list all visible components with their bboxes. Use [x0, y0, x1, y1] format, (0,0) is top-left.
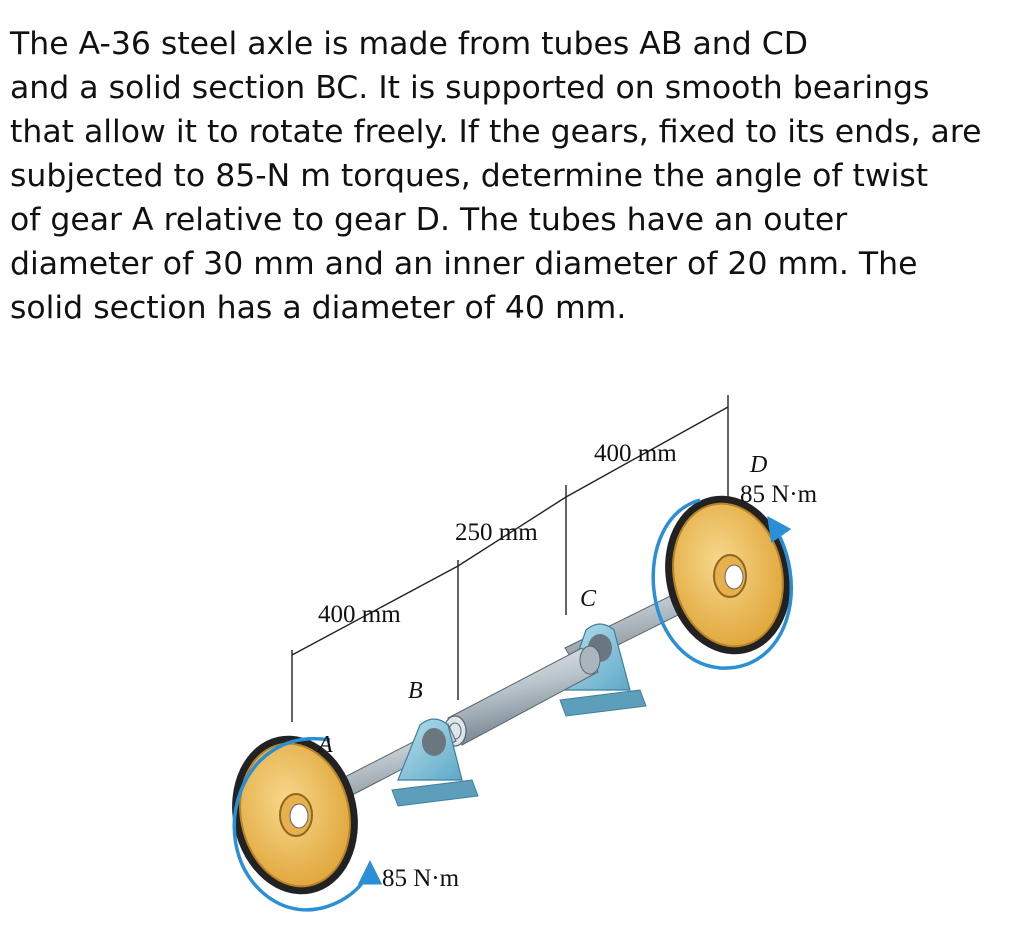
- solid-end-c: [579, 645, 601, 675]
- torque-label-d: 85 N·m: [740, 481, 818, 508]
- torque-arrow-d: [651, 498, 793, 670]
- torque-label-a: 85 N·m: [382, 865, 460, 892]
- gear-d: [665, 495, 791, 655]
- dimension-line-bc: [457, 496, 567, 567]
- point-label-c: C: [580, 586, 597, 612]
- dimension-label-ab: 400 mm: [318, 601, 401, 628]
- point-label-a: A: [316, 732, 333, 758]
- dimension-label-bc: 250 mm: [455, 519, 538, 546]
- solid-section-bc: [447, 647, 599, 746]
- problem-line: diameter of 30 mm and an inner diameter …: [10, 246, 918, 282]
- problem-line: and a solid section BC. It is supported …: [10, 70, 930, 106]
- problem-line: The A-36 steel axle is made from tubes A…: [10, 26, 808, 62]
- dimension-line-cd: [565, 406, 729, 498]
- point-label-b: B: [408, 678, 423, 704]
- gear-a: [232, 735, 358, 895]
- point-label-d: D: [749, 452, 767, 478]
- problem-line: subjected to 85-N m torques, determine t…: [10, 158, 929, 194]
- problem-statement: The A-36 steel axle is made from tubes A…: [10, 22, 1020, 330]
- problem-line: that allow it to rotate freely. If the g…: [10, 114, 982, 150]
- problem-line: of gear A relative to gear D. The tubes …: [10, 202, 848, 238]
- dimension-label-cd: 400 mm: [594, 440, 677, 467]
- dimension-lines: [291, 395, 729, 722]
- problem-line: solid section has a diameter of 40 mm.: [10, 290, 627, 326]
- dimension-line-ab: [291, 565, 459, 656]
- torque-arrow-a: [232, 736, 383, 912]
- bearing-b: [391, 718, 479, 807]
